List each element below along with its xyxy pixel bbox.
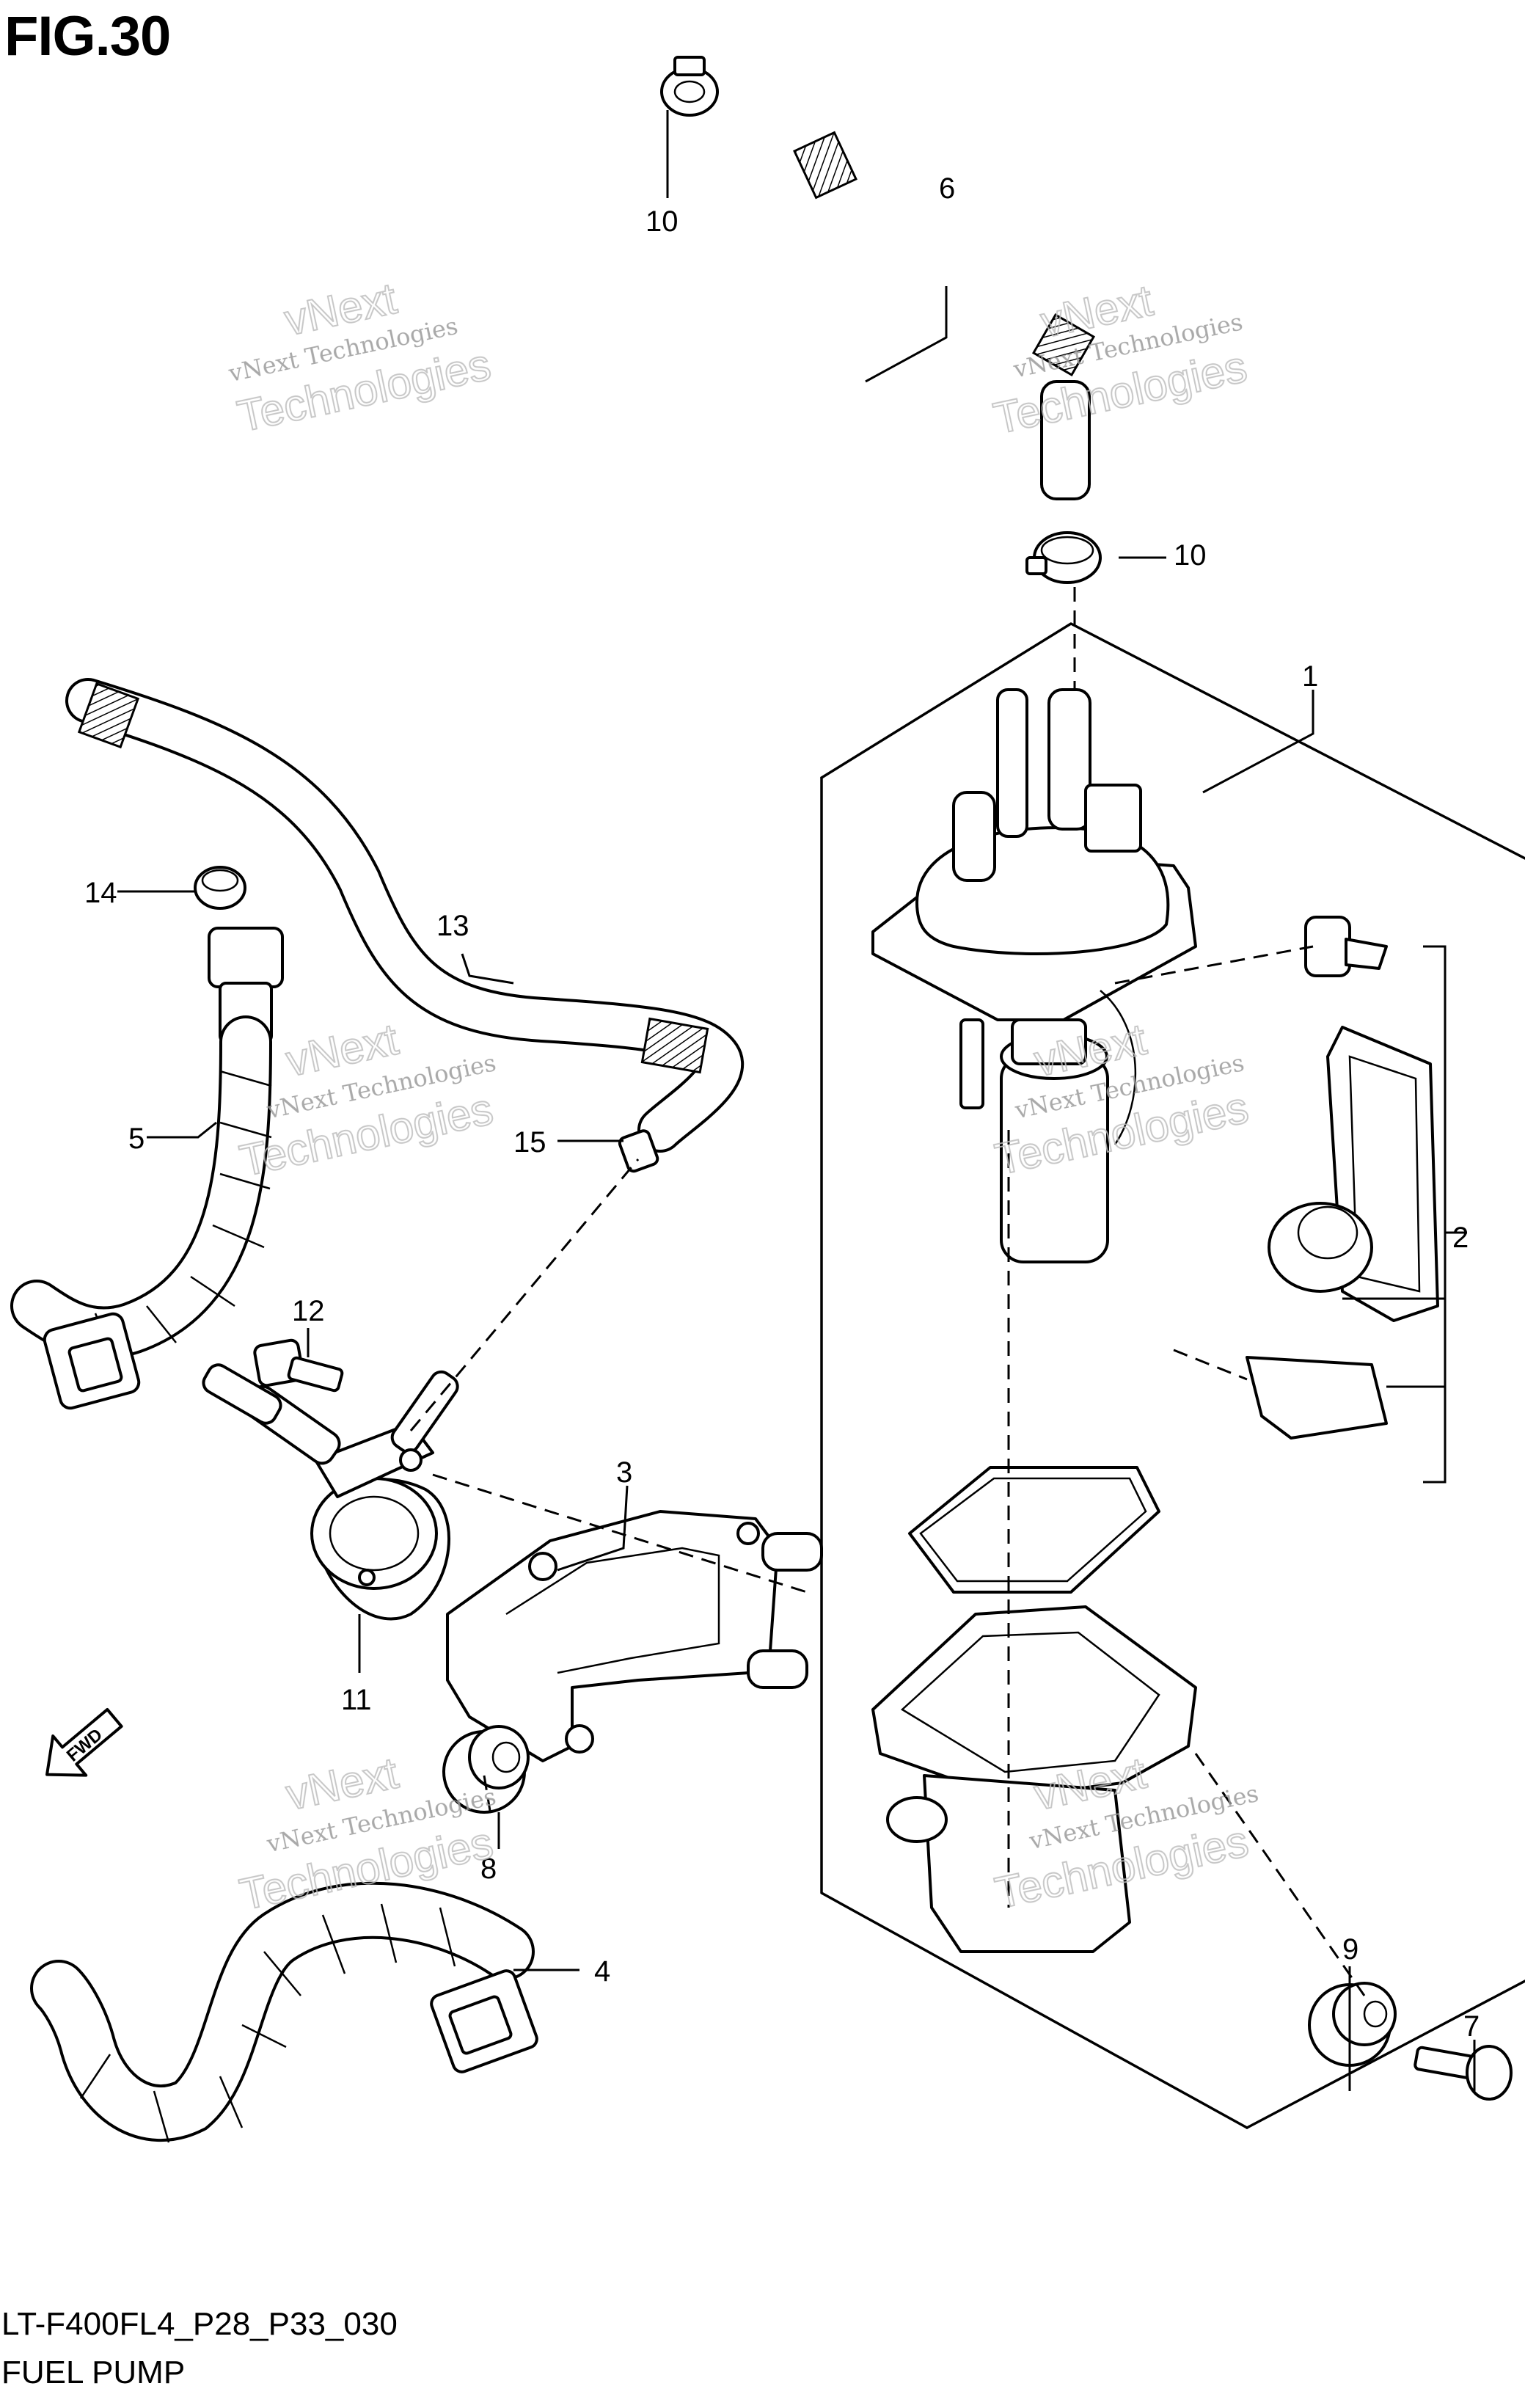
strainer-parts-2 xyxy=(1246,916,1439,1440)
bolt-7 xyxy=(1414,2045,1513,2101)
callout-2: 2 xyxy=(1452,1222,1469,1254)
clamp-14 xyxy=(194,866,246,910)
assembly-1-outline xyxy=(820,622,1525,2129)
hose-13 xyxy=(65,678,744,1153)
callout-11: 11 xyxy=(341,1684,372,1716)
callout-10-mid: 10 xyxy=(1174,539,1207,572)
callout-3: 3 xyxy=(616,1456,632,1489)
fuel-reservoir xyxy=(871,1605,1197,1953)
hose-5 xyxy=(10,927,284,1410)
callout-9: 9 xyxy=(1342,1933,1358,1966)
watermark-2: vNext vNext Technologies Technologies xyxy=(989,275,1252,445)
callout-7: 7 xyxy=(1463,2010,1480,2043)
figure-code: LT-F400FL4_P28_P33_030 xyxy=(1,2306,398,2342)
callout-1: 1 xyxy=(1302,660,1318,693)
assembly-guide-lines xyxy=(409,587,1366,1996)
grommet-8 xyxy=(442,1725,530,1814)
figure-name: FUEL PUMP xyxy=(1,2354,186,2390)
callout-12: 12 xyxy=(292,1295,325,1327)
callout-6: 6 xyxy=(939,172,955,205)
callout-10-top: 10 xyxy=(646,205,679,238)
leader-lines xyxy=(117,110,1476,2091)
callout-4: 4 xyxy=(594,1955,610,1988)
callout-15: 15 xyxy=(513,1126,546,1159)
seal-ring xyxy=(908,1466,1160,1594)
fuel-pump-motor xyxy=(1000,990,1137,1263)
fuel-valve-11 xyxy=(202,1363,459,1621)
hose-6 xyxy=(715,84,1111,500)
pump-flange xyxy=(871,688,1197,1109)
watermark-1: vNext vNext Technologies Technologies xyxy=(226,273,496,442)
figure-title: FIG.30 xyxy=(4,5,171,68)
callout-8: 8 xyxy=(480,1853,497,1885)
callout-13: 13 xyxy=(436,910,469,942)
clamp-10-mid xyxy=(1025,531,1102,584)
clamp-10-top xyxy=(660,56,719,117)
clamp-15 xyxy=(618,1129,659,1173)
hose-4 xyxy=(30,1881,538,2143)
callout-14: 14 xyxy=(84,877,117,909)
bracket-3 xyxy=(446,1510,823,1762)
bolt-12 xyxy=(253,1338,344,1393)
callout-5: 5 xyxy=(128,1123,145,1155)
forward-direction-arrow: FWD xyxy=(45,1707,123,1777)
grommet-9 xyxy=(1308,1982,1397,2067)
callout-numbers: 1 2 3 4 5 6 7 8 9 10 10 11 12 13 14 15 xyxy=(84,172,1480,2043)
